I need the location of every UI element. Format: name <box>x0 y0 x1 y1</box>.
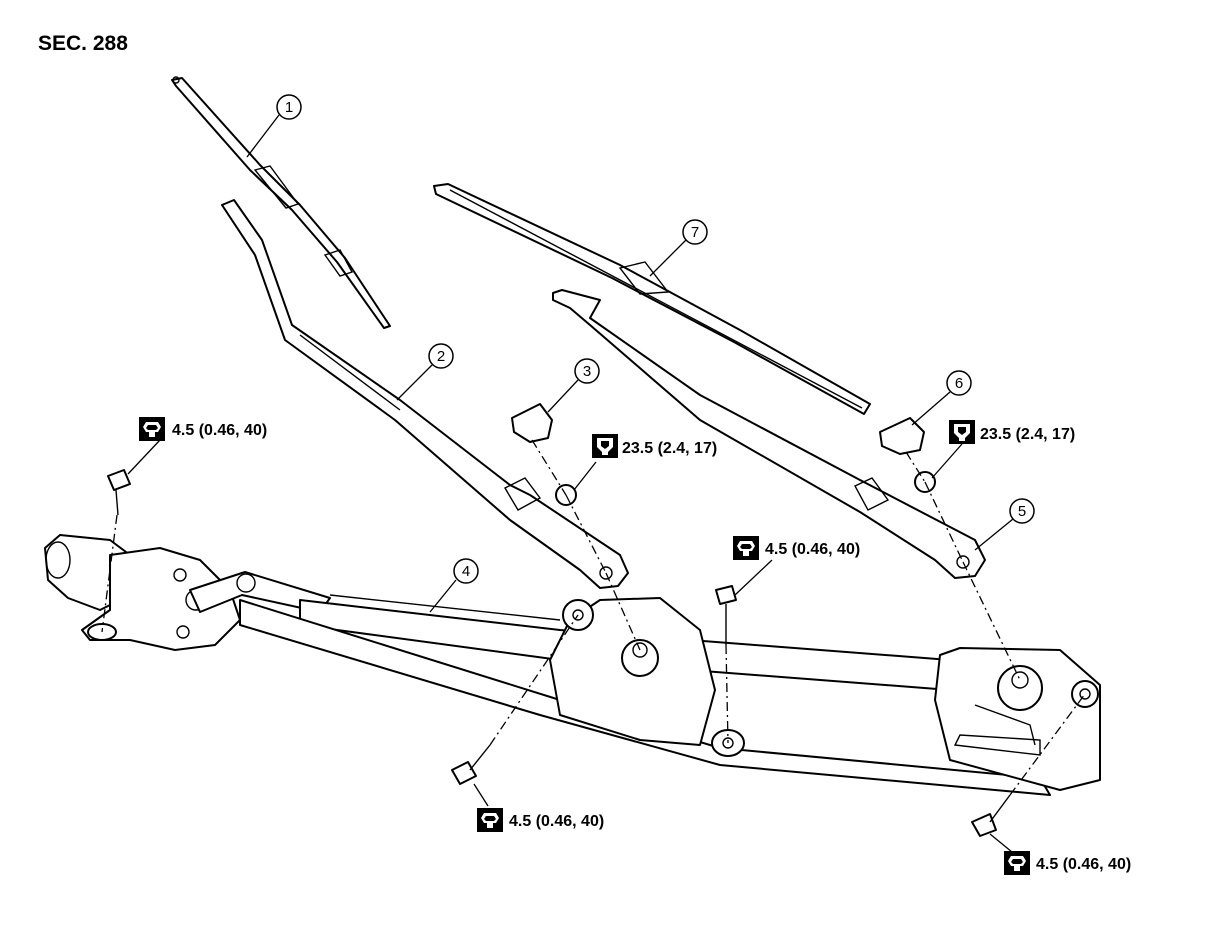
passenger-wiper-arm <box>552 289 986 579</box>
torque-wrench-icon <box>949 420 975 444</box>
torque-wrench-icon <box>1004 851 1030 875</box>
torque-wrench-icon <box>592 434 618 458</box>
svg-text:4.5 (0.46, 40): 4.5 (0.46, 40) <box>1036 856 1131 873</box>
lower-right-bolt <box>971 794 1011 837</box>
svg-text:4.5 (0.46, 40): 4.5 (0.46, 40) <box>509 813 604 830</box>
torque-wrench-icon <box>733 536 759 560</box>
lower-left-bolt <box>451 744 491 785</box>
svg-text:5: 5 <box>1018 503 1026 520</box>
callout-leaders <box>127 114 1014 853</box>
section-label: SEC. 288 <box>38 32 128 55</box>
svg-text:23.5 (2.4, 17): 23.5 (2.4, 17) <box>980 426 1075 443</box>
torque-label-pivot-left: 23.5 (2.4, 17) <box>592 434 717 458</box>
assembly-lines <box>101 439 1086 796</box>
torque-label-center-bolt: 4.5 (0.46, 40) <box>733 536 860 560</box>
svg-text:6: 6 <box>955 375 963 392</box>
svg-text:1: 1 <box>285 99 293 116</box>
svg-text:2: 2 <box>437 348 445 365</box>
torque-wrench-icon <box>477 808 503 832</box>
passenger-wiper-blade <box>433 183 871 415</box>
driver-wiper-blade <box>171 76 391 329</box>
wiper-frame-linkage <box>44 534 1101 796</box>
callout-5: 5 <box>1009 498 1035 524</box>
center-bolt <box>715 585 737 645</box>
svg-text:23.5 (2.4, 17): 23.5 (2.4, 17) <box>622 440 717 457</box>
callout-7: 7 <box>682 219 708 245</box>
callout-1: 1 <box>276 94 302 120</box>
svg-text:4.5 (0.46, 40): 4.5 (0.46, 40) <box>765 541 860 558</box>
callout-2: 2 <box>428 343 454 369</box>
svg-text:4.5 (0.46, 40): 4.5 (0.46, 40) <box>172 422 267 439</box>
motor-bolt <box>107 469 131 516</box>
torque-label-motor-bolt: 4.5 (0.46, 40) <box>139 417 267 441</box>
callout-6: 6 <box>946 370 972 396</box>
torque-wrench-icon <box>139 417 165 441</box>
pivot-cap-right <box>879 417 925 455</box>
callout-3: 3 <box>574 358 600 384</box>
pivot-cap-left <box>511 403 553 443</box>
torque-label-pivot-right: 23.5 (2.4, 17) <box>949 420 1075 444</box>
callout-4: 4 <box>453 558 479 584</box>
svg-text:4: 4 <box>462 563 470 580</box>
svg-text:7: 7 <box>691 224 699 241</box>
driver-wiper-arm <box>221 199 629 589</box>
svg-text:3: 3 <box>583 363 591 380</box>
torque-label-lower-left-bolt: 4.5 (0.46, 40) <box>477 808 604 832</box>
torque-label-lower-right-bolt: 4.5 (0.46, 40) <box>1004 851 1131 875</box>
